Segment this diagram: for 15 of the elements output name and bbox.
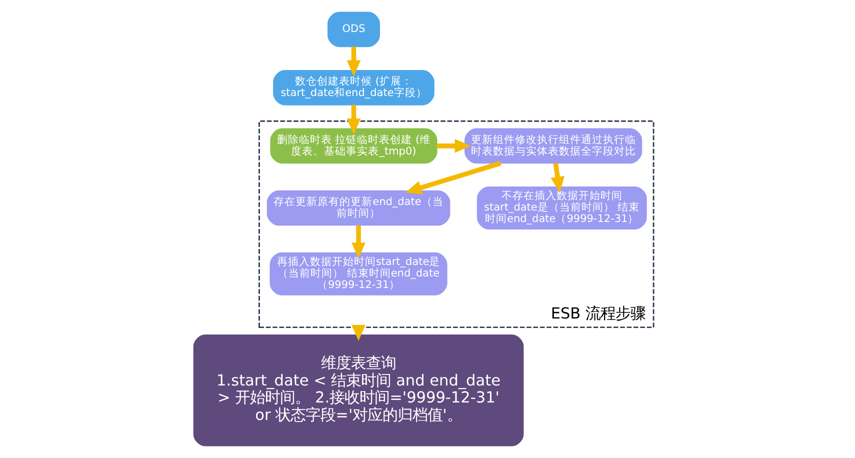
arrow: [550, 163, 564, 193]
node-box: 更新组件修改执行组件通过执行临时表数据与实体表数据全字段对比: [464, 128, 642, 164]
node-box: 数仓创建表时候 (扩展：start_date和end_date字段）: [273, 70, 434, 106]
arrow: [346, 46, 361, 76]
node-box: ODS: [327, 12, 380, 48]
node-box: 再插入数据开始时间start_date是（当前时间） 结束时间end_date（9999-12-31）: [270, 252, 448, 296]
node-box: 删除临时表 拉链临时表创建 (维度表、基础事实表_tmp0): [270, 128, 438, 164]
arrow: [346, 104, 361, 134]
node-box: 维度表查询 1.start_date < 结束时间 and end_date > 开始时间。 2.接收时间='9999-12-31' or 状态字段='对应的归档值'。: [193, 334, 524, 446]
node-box: 不存在插入数据开始时间start_date是（当前时间） 结束时间end_date（9999-12-31）: [476, 186, 647, 230]
arrow: [406, 160, 502, 194]
arrow: [352, 324, 366, 341]
arrow: [352, 225, 366, 259]
arrow: [437, 138, 471, 153]
node-box: 存在更新原有的更新end_date（当前时间）: [266, 190, 450, 226]
